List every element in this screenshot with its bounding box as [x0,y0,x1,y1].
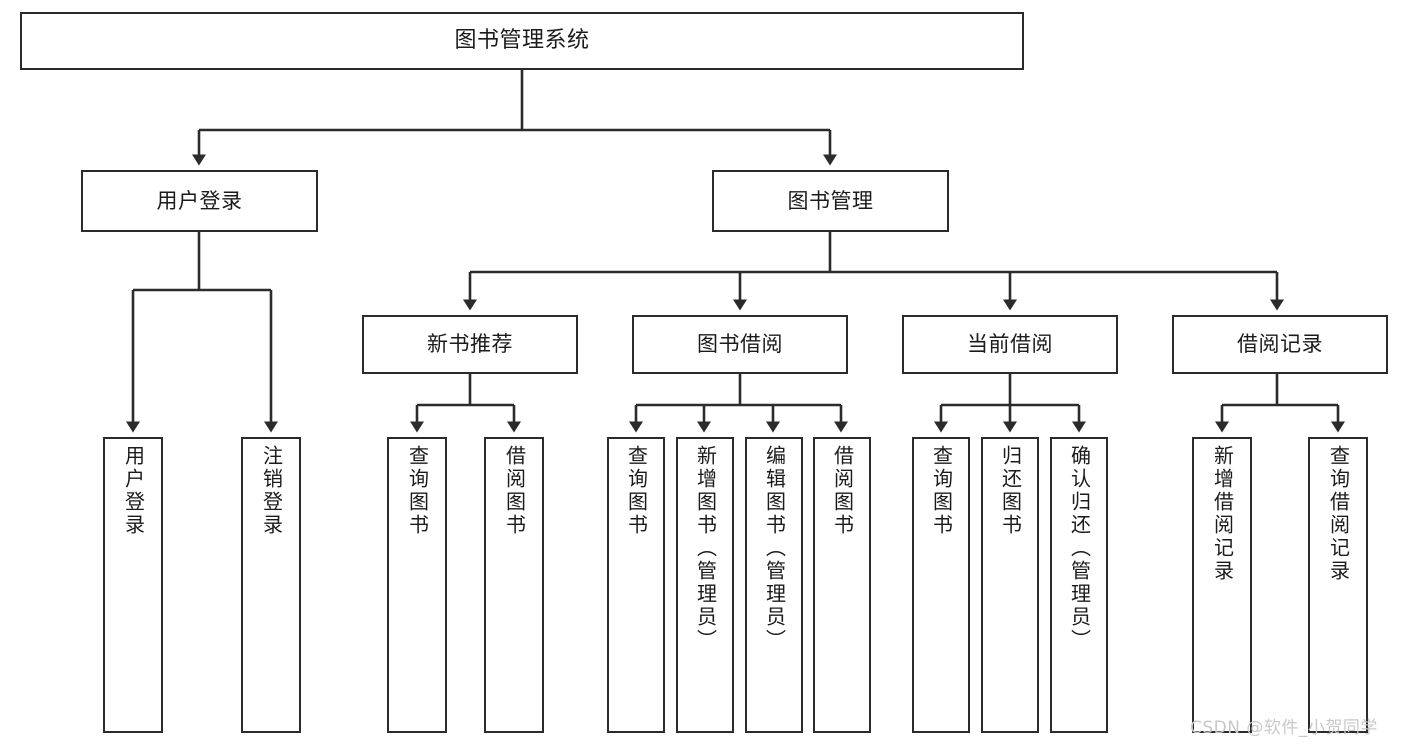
node-label: 图书借阅 [697,332,783,357]
leaf-user-login-signin[interactable]: 用户登录 [103,437,163,733]
node-label: 查询借阅记录 [1326,445,1351,583]
node-label: 查询图书 [405,445,430,537]
node-label: 借阅记录 [1237,332,1323,357]
leaf-new-book-query[interactable]: 查询图书 [387,437,447,733]
node-label: 图书管理 [787,188,874,213]
watermark-text: CSDN @软件_小贺同学 [1190,718,1378,738]
csdn-watermark: CSDN @软件_小贺同学 [1190,713,1378,738]
node-borrow-record[interactable]: 借阅记录 [1172,315,1388,374]
node-label: 用户登录 [121,445,146,537]
node-label: 归还图书 [998,445,1023,537]
leaf-borrow-record-add[interactable]: 新增借阅记录 [1192,437,1252,733]
node-label: 借阅图书 [830,445,855,537]
node-user-login[interactable]: 用户登录 [81,170,318,232]
node-label: 新增图书（管理员） [693,445,718,652]
node-label: 查询图书 [929,445,954,537]
node-label: 图书管理系统 [454,28,590,54]
leaf-current-borrow-return[interactable]: 归还图书 [981,437,1039,733]
leaf-book-borrow-query[interactable]: 查询图书 [607,437,665,733]
node-label: 确认归还（管理员） [1067,445,1092,652]
node-label: 编辑图书（管理员） [762,445,787,652]
node-label: 当前借阅 [967,332,1053,357]
node-label: 借阅图书 [502,445,527,537]
node-root-system[interactable]: 图书管理系统 [20,12,1024,70]
leaf-book-borrow-borrow[interactable]: 借阅图书 [813,437,871,733]
leaf-new-book-borrow[interactable]: 借阅图书 [484,437,544,733]
node-label: 新书推荐 [427,332,513,357]
node-current-borrow[interactable]: 当前借阅 [902,315,1118,374]
leaf-book-borrow-add[interactable]: 新增图书（管理员） [676,437,734,733]
node-label: 用户登录 [156,188,243,213]
leaf-current-borrow-confirm-return[interactable]: 确认归还（管理员） [1050,437,1108,733]
leaf-user-login-logout[interactable]: 注销登录 [241,437,301,733]
node-book-borrow[interactable]: 图书借阅 [632,315,848,374]
leaf-borrow-record-query[interactable]: 查询借阅记录 [1308,437,1368,733]
node-label: 新增借阅记录 [1210,445,1235,583]
node-label: 注销登录 [259,445,284,537]
node-label: 查询图书 [624,445,649,537]
node-new-book-recommend[interactable]: 新书推荐 [362,315,578,374]
node-book-management[interactable]: 图书管理 [712,170,949,232]
leaf-current-borrow-query[interactable]: 查询图书 [912,437,970,733]
leaf-book-borrow-edit[interactable]: 编辑图书（管理员） [745,437,803,733]
